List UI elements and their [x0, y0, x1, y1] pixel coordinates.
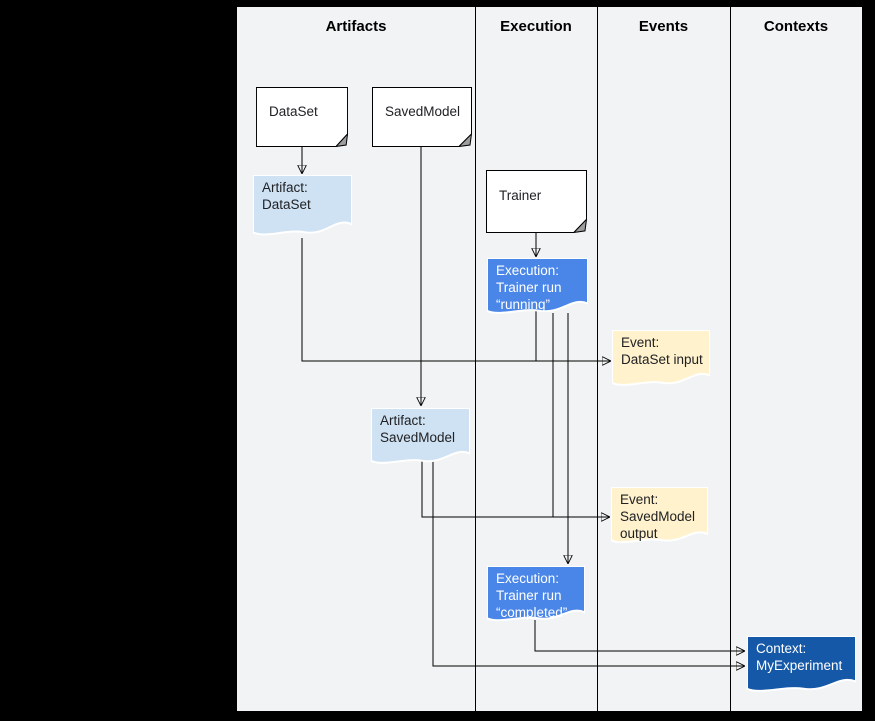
node-label-line: “completed”: [496, 605, 568, 620]
node-execution-completed[interactable]: Execution: Trainer run “completed”: [487, 566, 585, 624]
node-execution-running[interactable]: Execution: Trainer run “running”: [487, 258, 588, 318]
node-label-line: Artifact:: [262, 180, 308, 195]
node-label-line: Artifact:: [380, 413, 426, 428]
node-label-line: “running”: [496, 297, 551, 312]
note-fold-corner: [574, 219, 587, 232]
note-fold-corner: [459, 134, 472, 147]
column-header-artifacts: Artifacts: [325, 18, 387, 35]
node-label: Trainer: [499, 188, 542, 203]
document-shape: [487, 258, 588, 313]
node-savedmodel[interactable]: SavedModel: [372, 87, 472, 147]
node-label-line: Execution:: [496, 571, 560, 586]
node-label-line: MyExperiment: [756, 658, 843, 673]
node-artifact-savedmodel[interactable]: Artifact: SavedModel: [371, 408, 470, 468]
node-label-line: SavedModel: [620, 509, 696, 524]
document-shape: [487, 566, 585, 620]
note-fold-corner: [336, 134, 348, 147]
column-header-execution: Execution: [500, 18, 572, 35]
node-trainer[interactable]: Trainer: [486, 170, 587, 233]
column-header-contexts: Contexts: [763, 18, 829, 35]
node-label-line: Event:: [621, 335, 660, 350]
column-divider: [475, 7, 476, 711]
node-label-line: DataSet input: [621, 352, 703, 367]
node-label-line: SavedModel: [380, 430, 456, 445]
column-header-events: Events: [638, 18, 689, 35]
node-label-line: Event:: [620, 492, 659, 507]
node-event-dataset-input[interactable]: Event: DataSet input: [612, 330, 710, 390]
node-label-line: DataSet: [262, 197, 311, 212]
node-label-line: Context:: [756, 641, 807, 656]
document-shape: [611, 487, 708, 542]
node-label-line: Execution:: [496, 263, 560, 278]
node-label-line: Trainer run: [496, 280, 562, 295]
column-divider: [730, 7, 731, 711]
node-label: SavedModel: [385, 103, 461, 119]
node-artifact-dataset[interactable]: Artifact: DataSet: [253, 175, 352, 240]
document-shape: [747, 636, 856, 691]
node-event-savedmodel-output[interactable]: Event: SavedModel output: [611, 487, 708, 546]
node-label: DataSet: [269, 103, 318, 119]
node-label-line: Trainer run: [496, 588, 562, 603]
document-shape: [371, 408, 470, 463]
column-divider: [597, 7, 598, 711]
document-shape: [612, 330, 710, 385]
node-dataset[interactable]: DataSet: [256, 87, 348, 147]
node-context-myexperiment[interactable]: Context: MyExperiment: [747, 636, 856, 696]
document-shape: [253, 175, 352, 234]
node-label-line: output: [620, 526, 658, 541]
